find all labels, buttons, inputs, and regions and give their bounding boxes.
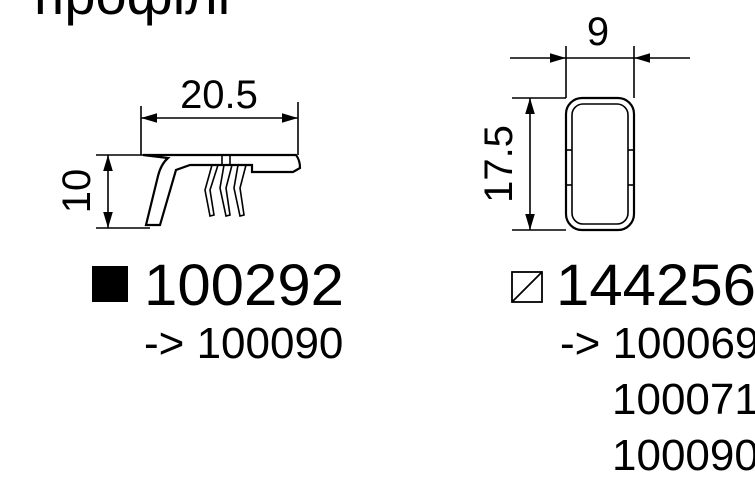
dimension-height-2-label: 17.5 <box>477 125 521 203</box>
profile-100292: 20.5 10 100292 -> 100090 <box>55 73 344 368</box>
profile-144256: 9 17.5 144256 -> 100069 100071 100090 <box>477 10 755 480</box>
reference-2-line-2: 100071 <box>612 375 755 424</box>
page-title: профілі <box>34 0 230 26</box>
hatched-square-icon <box>511 271 543 303</box>
dimension-width-1: 20.5 <box>140 73 299 155</box>
dimension-height-2: 17.5 <box>477 97 566 231</box>
dimension-width-2: 9 <box>510 10 690 98</box>
filled-square-icon <box>92 266 128 302</box>
profile-100292-outline <box>142 153 302 227</box>
profile-144256-outline <box>564 96 636 232</box>
dimension-width-2-label: 9 <box>587 10 609 54</box>
reference-1-line-1: -> 100090 <box>144 319 343 368</box>
reference-2-line-1: -> 100069 <box>560 319 755 368</box>
article-number-2: 144256 <box>556 253 755 318</box>
dimension-height-1-label: 10 <box>55 169 99 214</box>
reference-2-line-3: 100090 <box>612 431 755 480</box>
dimension-height-1: 10 <box>55 154 150 229</box>
article-number-1: 100292 <box>144 253 344 318</box>
dimension-width-1-label: 20.5 <box>180 73 258 117</box>
